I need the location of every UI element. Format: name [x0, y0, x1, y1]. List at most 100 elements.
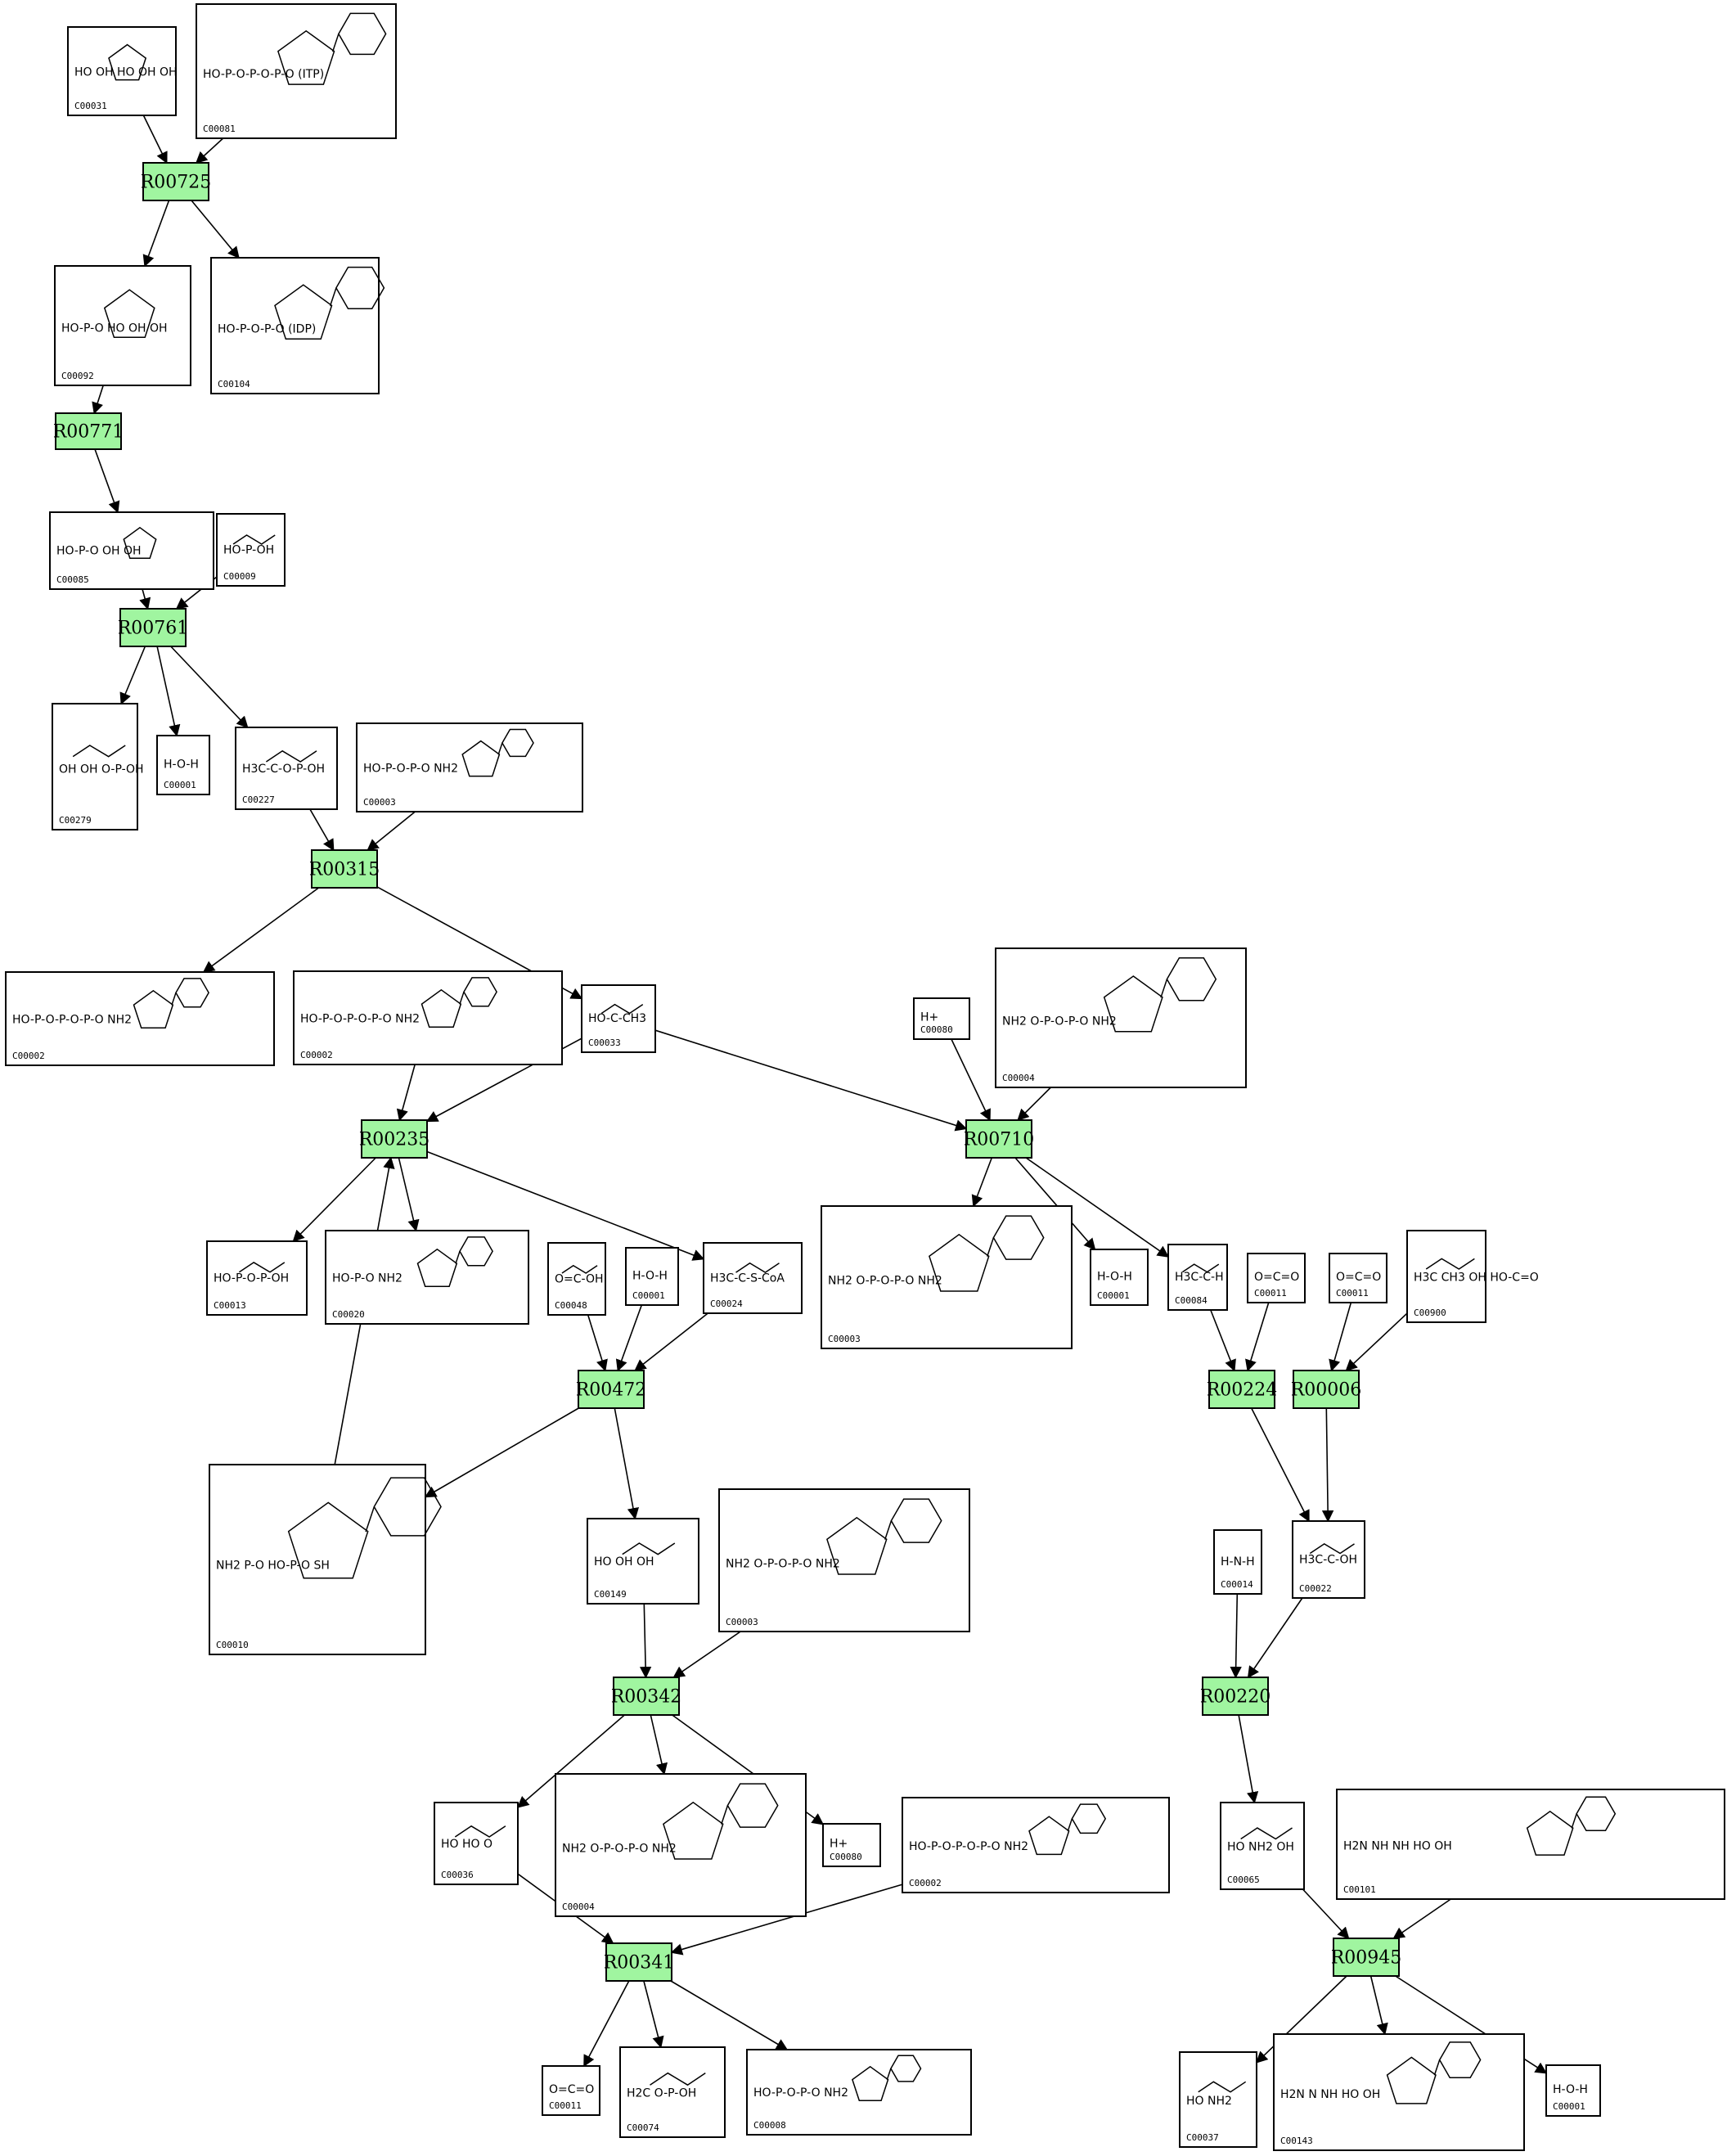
- compound-box[interactable]: [49, 511, 214, 590]
- reaction-node[interactable]: R00342: [611, 1677, 682, 1716]
- reaction-node[interactable]: R00771: [53, 412, 124, 450]
- compound-box[interactable]: [1273, 2033, 1525, 2151]
- compound-box[interactable]: [196, 3, 397, 139]
- compound-box[interactable]: [54, 265, 191, 386]
- compound-box[interactable]: [1292, 1520, 1365, 1599]
- compound-box[interactable]: [547, 1242, 606, 1316]
- compound-box[interactable]: [913, 997, 970, 1040]
- compound-box[interactable]: [902, 1797, 1170, 1893]
- reaction-node[interactable]: R00725: [141, 162, 212, 201]
- compound-box[interactable]: [209, 1464, 426, 1655]
- compound-box[interactable]: [1247, 1253, 1306, 1303]
- reaction-node[interactable]: R00006: [1291, 1370, 1362, 1409]
- compound-box[interactable]: [1406, 1230, 1486, 1323]
- compound-box[interactable]: [1167, 1244, 1228, 1311]
- compound-node[interactable]: H+C00080: [822, 1823, 881, 1867]
- compound-box[interactable]: [67, 26, 177, 116]
- compound-box[interactable]: [235, 727, 338, 810]
- reaction-box[interactable]: [1208, 1370, 1275, 1409]
- reaction-node[interactable]: R00315: [309, 849, 380, 889]
- reaction-box[interactable]: [55, 412, 122, 450]
- compound-box[interactable]: [619, 2046, 726, 2138]
- compound-box[interactable]: [293, 970, 563, 1065]
- compound-box[interactable]: [995, 947, 1247, 1088]
- compound-box[interactable]: [822, 1823, 881, 1867]
- compound-box[interactable]: [325, 1230, 529, 1325]
- reaction-box[interactable]: [119, 608, 187, 647]
- reaction-node[interactable]: R00945: [1331, 1938, 1402, 1977]
- compound-box[interactable]: [156, 735, 210, 795]
- compound-box[interactable]: [587, 1518, 699, 1605]
- compound-box[interactable]: [746, 2049, 972, 2136]
- compound-box[interactable]: [1336, 1789, 1725, 1900]
- reaction-node[interactable]: R00761: [118, 608, 189, 647]
- compound-box[interactable]: [555, 1773, 807, 1917]
- reaction-node[interactable]: R00472: [576, 1370, 647, 1409]
- compound-box[interactable]: [1179, 2051, 1257, 2148]
- reaction-box[interactable]: [1333, 1938, 1400, 1977]
- reaction-node[interactable]: R00224: [1207, 1370, 1278, 1409]
- compound-box[interactable]: [625, 1247, 679, 1306]
- reaction-box[interactable]: [1293, 1370, 1360, 1409]
- compound-box[interactable]: [821, 1205, 1073, 1349]
- compound-box[interactable]: [1090, 1249, 1149, 1306]
- reaction-box[interactable]: [361, 1119, 428, 1159]
- reaction-box[interactable]: [965, 1119, 1032, 1159]
- compound-box[interactable]: [1545, 2064, 1601, 2117]
- compound-box[interactable]: [206, 1240, 308, 1316]
- compound-box[interactable]: [1220, 1802, 1305, 1890]
- compound-node[interactable]: HO-P-O-P-O-P-O (ITP)C00081: [196, 3, 397, 139]
- reaction-node[interactable]: R00220: [1200, 1677, 1271, 1716]
- reaction-box[interactable]: [578, 1370, 645, 1409]
- reaction-node[interactable]: R00235: [359, 1119, 430, 1159]
- compound-node[interactable]: HO-P-O-P-O (IDP)C00104: [210, 257, 385, 394]
- reaction-node[interactable]: R00710: [964, 1119, 1035, 1159]
- compound-box[interactable]: [542, 2065, 600, 2116]
- compound-box[interactable]: [1213, 1529, 1262, 1595]
- reaction-node[interactable]: R00341: [604, 1942, 675, 1982]
- compound-box[interactable]: [434, 1802, 519, 1885]
- compound-box[interactable]: [210, 257, 380, 394]
- compound-box[interactable]: [718, 1488, 970, 1632]
- reaction-box[interactable]: [613, 1677, 680, 1716]
- compound-box[interactable]: [703, 1242, 803, 1314]
- compound-box[interactable]: [1329, 1253, 1387, 1303]
- compound-box[interactable]: [5, 971, 275, 1066]
- compound-box[interactable]: [216, 513, 286, 587]
- compound-box[interactable]: [356, 722, 583, 812]
- compound-box[interactable]: [52, 703, 138, 830]
- compound-box[interactable]: [581, 984, 656, 1053]
